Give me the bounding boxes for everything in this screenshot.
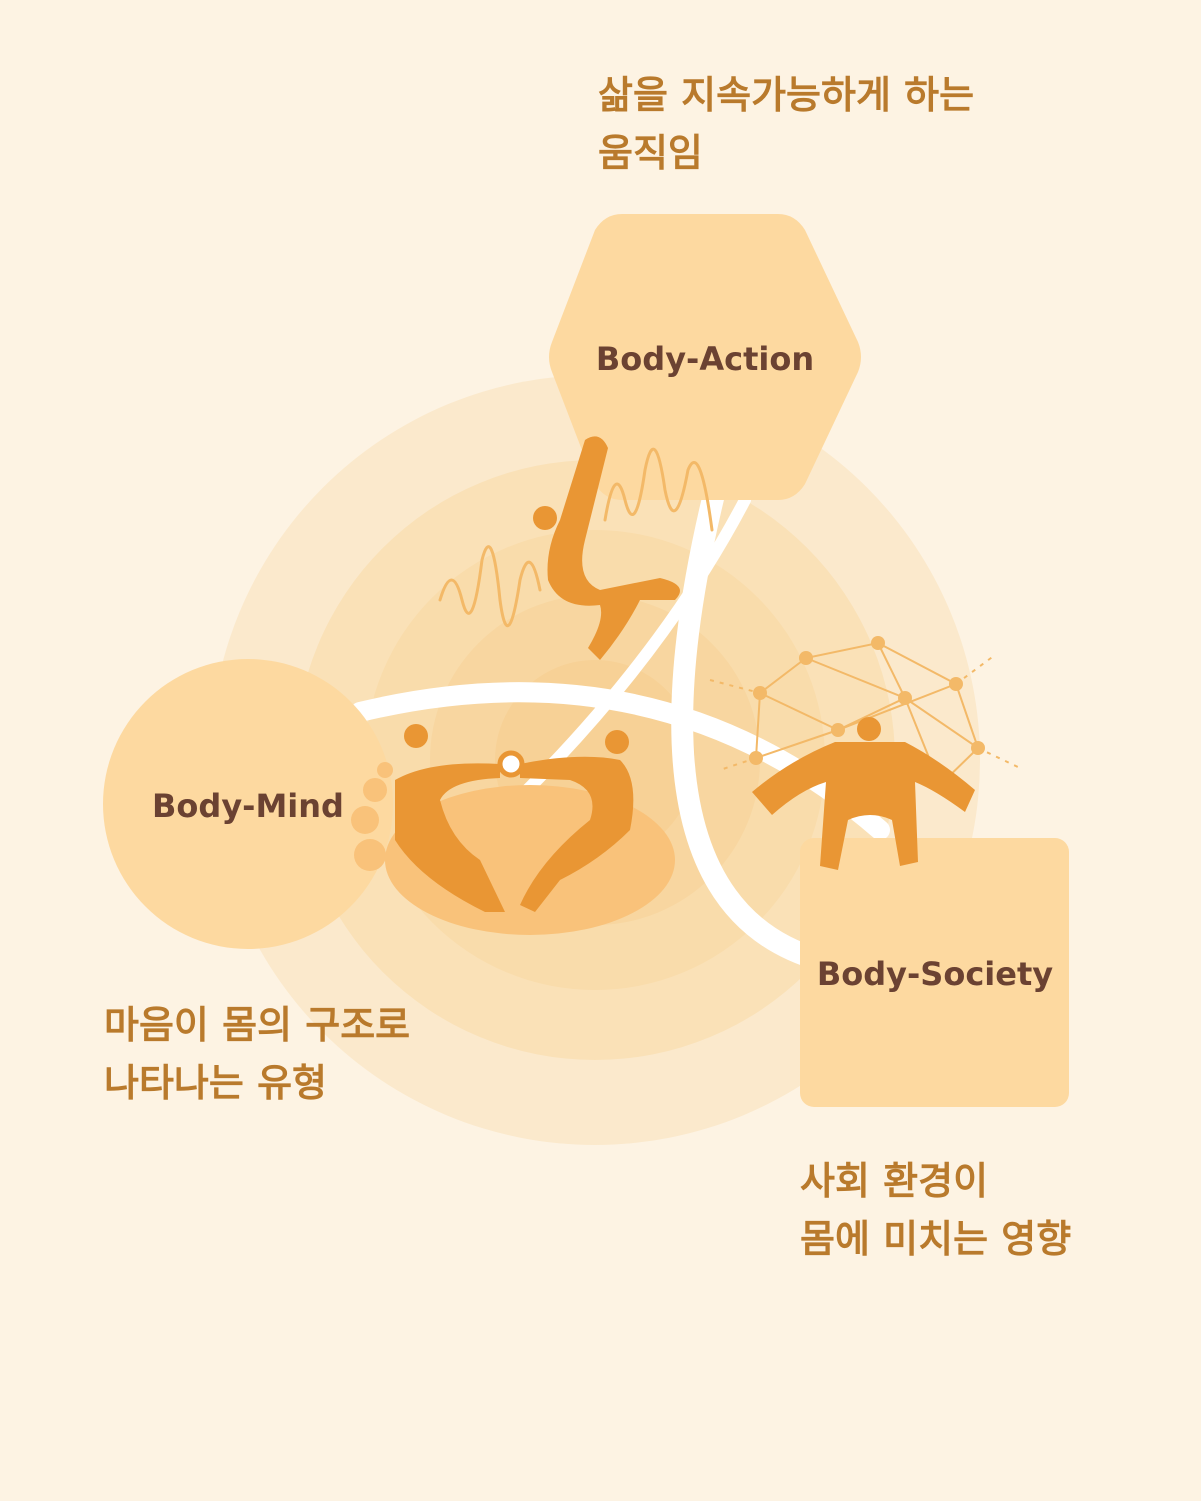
caption-line: 나타나는 유형 — [104, 1061, 327, 1105]
hexagon-shape — [549, 214, 861, 500]
network-dome-icon — [709, 636, 1021, 787]
caption-line: 몸에 미치는 영향 — [800, 1217, 1072, 1261]
caption-body-society: 사회 환경이 몸에 미치는 영향 — [800, 1152, 1071, 1268]
caption-body-action: 삶을 지속가능하게 하는 움직임 — [598, 66, 974, 182]
node-label-body-society: Body-Society — [817, 955, 1053, 993]
figure-society-icon — [752, 717, 975, 870]
figure-mind-icon — [351, 724, 675, 935]
caption-line: 움직임 — [598, 131, 703, 175]
circle-shape — [103, 659, 393, 949]
square-shape — [800, 838, 1069, 1107]
node-body-action: Body-Action — [549, 214, 861, 500]
sound-wave-icon — [438, 447, 714, 628]
caption-line: 사회 환경이 — [800, 1159, 989, 1203]
caption-line: 마음이 몸의 구조로 — [104, 1003, 411, 1047]
caption-body-mind: 마음이 몸의 구조로 나타나는 유형 — [104, 996, 410, 1112]
node-label-body-action: Body-Action — [596, 340, 814, 378]
node-body-mind: Body-Mind — [103, 659, 393, 949]
node-label-body-mind: Body-Mind — [152, 787, 344, 825]
node-body-society: Body-Society — [800, 838, 1069, 1107]
caption-line: 삶을 지속가능하게 하는 — [598, 73, 975, 117]
figure-action-icon — [533, 436, 680, 660]
